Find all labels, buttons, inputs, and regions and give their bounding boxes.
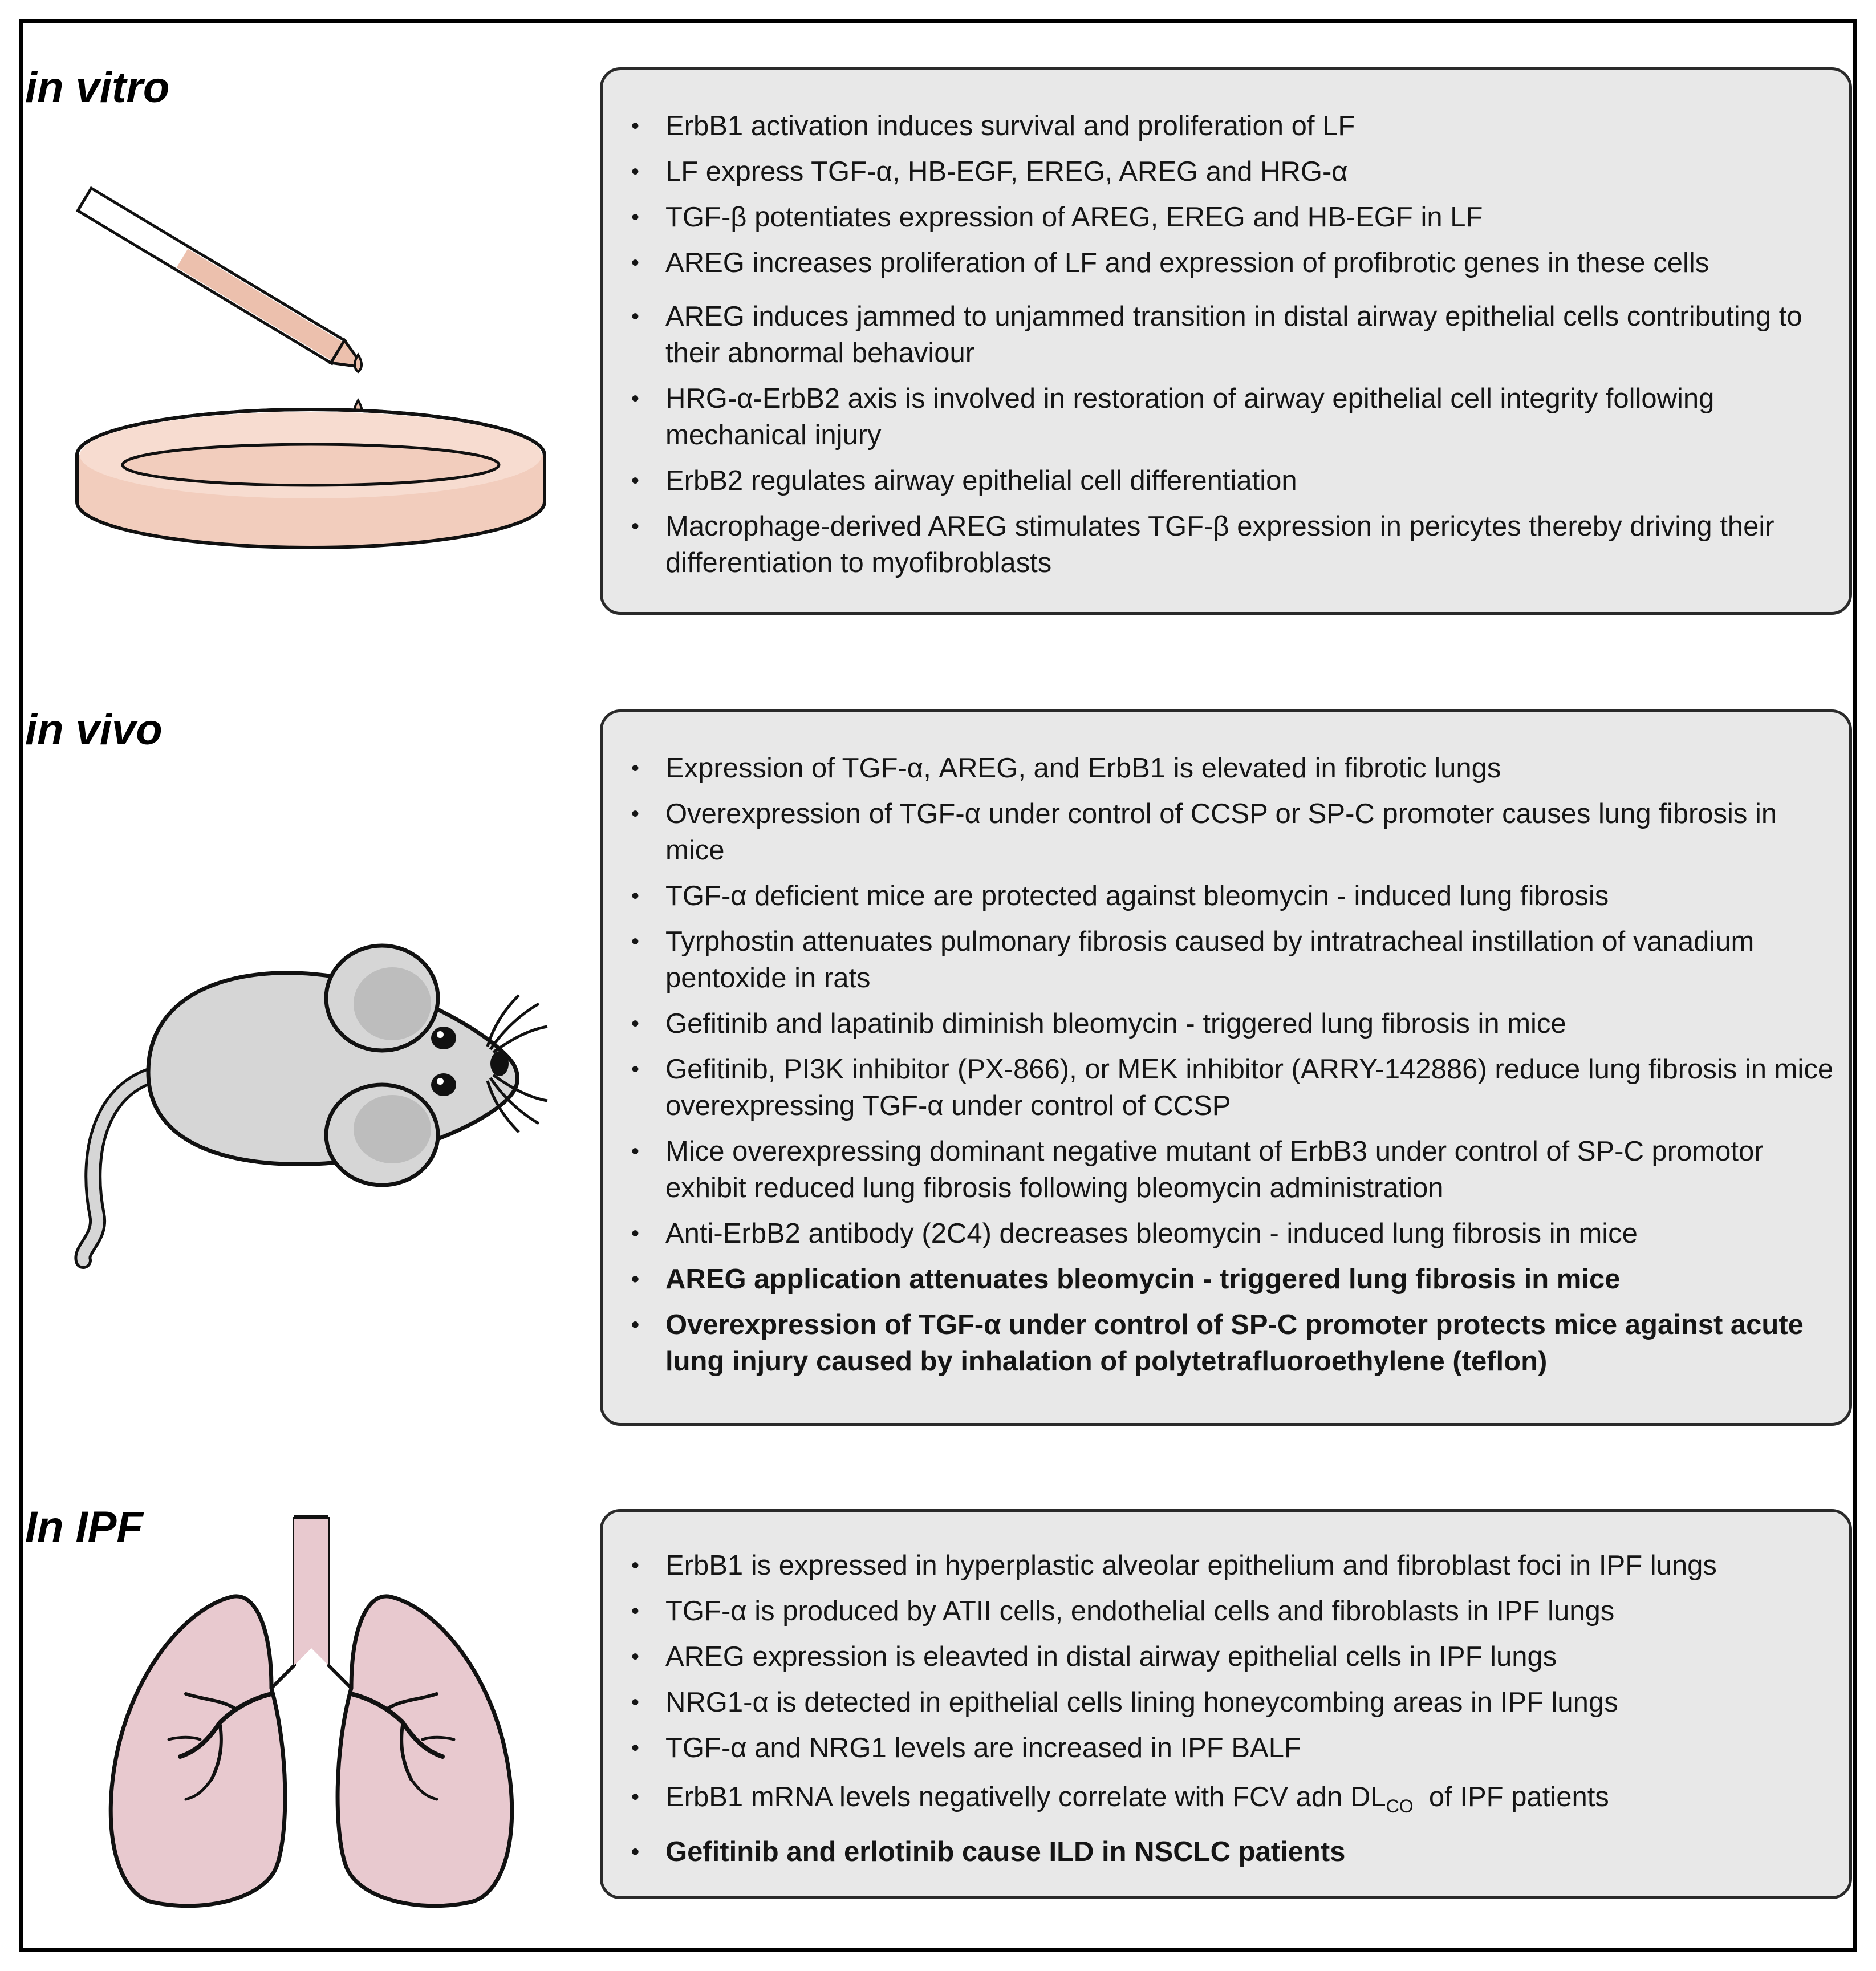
list-item: •Gefitinib, PI3K inhibitor (PX-866), or … bbox=[631, 1054, 1834, 1121]
in-vivo-findings-panel: •Expression of TGF-α, AREG, and ErbB1 is… bbox=[600, 709, 1852, 1426]
list-item: •TGF-α deficient mice are protected agai… bbox=[631, 881, 1609, 911]
list-item: •Gefitinib and lapatinib diminish bleomy… bbox=[631, 1008, 1566, 1039]
ipf-list: •ErbB1 is expressed in hyperplastic alve… bbox=[631, 1547, 1838, 1870]
ipf-findings-panel: •ErbB1 is expressed in hyperplastic alve… bbox=[600, 1509, 1852, 1899]
list-item: •NRG1-α is detected in epithelial cells … bbox=[631, 1687, 1618, 1718]
list-item: •ErbB1 is expressed in hyperplastic alve… bbox=[631, 1550, 1717, 1581]
figure-frame bbox=[19, 19, 1857, 1952]
dlco-subscript: CO bbox=[1386, 1795, 1414, 1816]
list-item: •ErbB2 regulates airway epithelial cell … bbox=[631, 465, 1297, 496]
list-item: •Overexpression of TGF-α under control o… bbox=[631, 1309, 1804, 1377]
in-vivo-list: •Expression of TGF-α, AREG, and ErbB1 is… bbox=[631, 750, 1838, 1380]
list-item: •TGF-α and NRG1 levels are increased in … bbox=[631, 1733, 1301, 1763]
list-item: •Overexpression of TGF-α under control o… bbox=[631, 798, 1777, 866]
section-title-in-ipf: In IPF bbox=[25, 1503, 143, 1551]
list-item: •Mice overexpressing dominant negative m… bbox=[631, 1136, 1764, 1203]
list-item: •TGF-α is produced by ATII cells, endoth… bbox=[631, 1596, 1615, 1627]
section-title-in-vivo: in vivo bbox=[25, 705, 163, 754]
list-item: •AREG application attenuates bleomycin -… bbox=[631, 1264, 1621, 1295]
list-item: •ErbB1 mRNA levels negativelly correlate… bbox=[631, 1782, 1609, 1816]
pipette-dish-icon bbox=[74, 182, 565, 559]
list-item: •TGF-β potentiates expression of AREG, E… bbox=[631, 202, 1483, 233]
list-item: •LF express TGF-α, HB-EGF, EREG, AREG an… bbox=[631, 156, 1348, 187]
list-item: •ErbB1 activation induces survival and p… bbox=[631, 111, 1355, 141]
list-item: •Anti-ErbB2 antibody (2C4) decreases ble… bbox=[631, 1218, 1638, 1249]
section-title-in-vitro: in vitro bbox=[25, 63, 170, 112]
in-vitro-findings-panel: •ErbB1 activation induces survival and p… bbox=[600, 67, 1852, 615]
mouse-icon bbox=[63, 941, 565, 1272]
lungs-icon bbox=[100, 1511, 522, 1911]
list-item: •Expression of TGF-α, AREG, and ErbB1 is… bbox=[631, 753, 1501, 784]
list-item: •Macrophage-derived AREG stimulates TGF-… bbox=[631, 511, 1775, 578]
list-item: •AREG expression is eleavted in distal a… bbox=[631, 1641, 1557, 1672]
list-item: •AREG increases proliferation of LF and … bbox=[631, 248, 1709, 278]
in-vitro-list: •ErbB1 activation induces survival and p… bbox=[631, 108, 1838, 581]
list-item: •Gefitinib and erlotinib cause ILD in NS… bbox=[631, 1836, 1346, 1867]
list-item: •AREG induces jammed to unjammed transit… bbox=[631, 301, 1802, 368]
list-item: •HRG-α-ErbB2 axis is involved in restora… bbox=[631, 383, 1715, 451]
list-item: •Tyrphostin attenuates pulmonary fibrosi… bbox=[631, 926, 1755, 993]
